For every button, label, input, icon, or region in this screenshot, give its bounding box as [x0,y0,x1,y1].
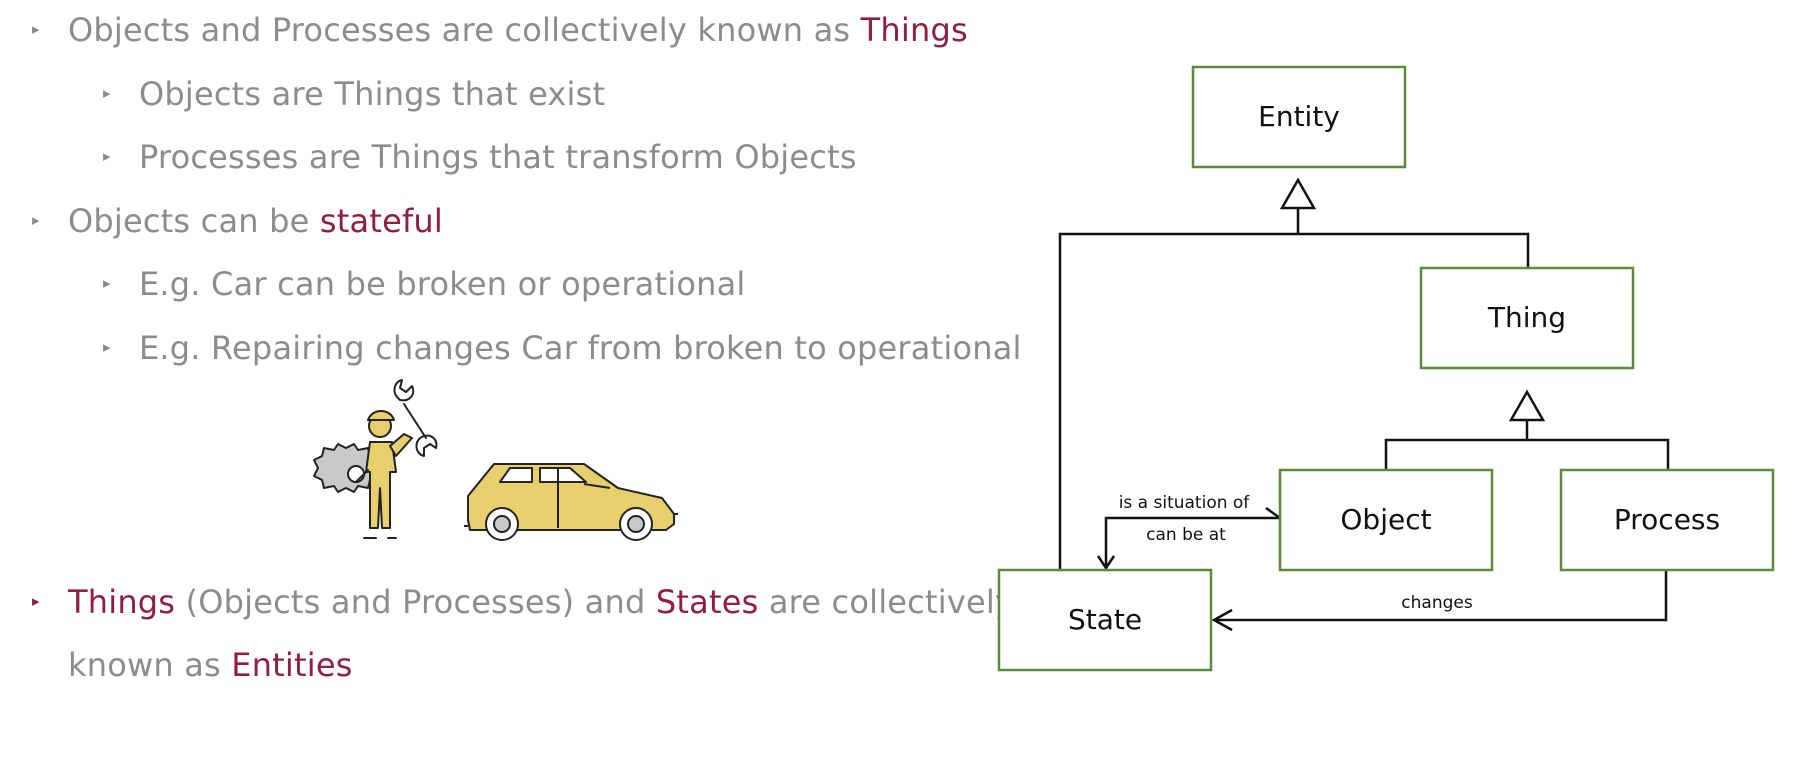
bullet-text: Objects can be [68,202,320,240]
entity-inheritance-triangle [1279,177,1317,210]
bullet-list: ▸ Objects and Processes are collectively… [32,10,1021,685]
situation-edge-label: is a situation of [1119,493,1251,513]
highlight-things: Things [68,583,176,621]
can-be-at-line [1104,516,1280,568]
thing-node: Thing [1419,266,1635,370]
bullet-text: known as [68,646,232,684]
changes-edge-label: changes [1401,593,1473,613]
highlight-stateful: stateful [319,202,443,240]
changes-line [1214,570,1668,622]
highlight-states: States [655,583,759,621]
can-be-at-arrowhead [1096,555,1116,571]
bullet-entities-continuation: known as Entities [68,645,353,685]
bullet-marker: ▸ [32,592,40,610]
process-node: Process [1559,468,1775,572]
situation-arrowhead [1265,506,1281,520]
state-label: State [1068,603,1142,636]
bullet-marker: ▸ [103,84,111,102]
thing-generalization-line [1384,438,1670,470]
changes-arrowhead [1211,608,1233,632]
bullet-text: Objects and Processes are collectively k… [68,11,861,49]
bullet-car-broken: E.g. Car can be broken or operational [139,265,746,303]
highlight-entities: Entities [231,646,353,684]
bullet-things: Objects and Processes are collectively k… [68,10,968,50]
highlight-things: Things [860,11,968,49]
bullet-entities: Things (Objects and Processes) and State… [68,582,1014,622]
state-node: State [997,568,1213,672]
entity-node: Entity [1191,65,1407,169]
bullet-marker: ▸ [32,211,40,229]
bullet-repairing: E.g. Repairing changes Car from broken t… [139,329,1022,367]
bullet-text: are collectively [758,583,1015,621]
entity-label: Entity [1258,100,1340,133]
thing-inheritance-triangle [1508,389,1546,422]
object-node: Object [1278,468,1494,572]
bullet-stateful: Objects can be stateful [68,201,443,241]
bullet-marker: ▸ [103,147,111,165]
bullet-processes-transform: Processes are Things that transform Obje… [139,138,857,176]
entity-generalization-line [1058,232,1530,570]
process-label: Process [1614,503,1720,536]
bullet-text: (Objects and Processes) and [175,583,656,621]
thing-label: Thing [1487,301,1566,334]
can-be-at-edge-label: can be at [1146,525,1226,545]
bullet-objects-exist: Objects are Things that exist [139,75,606,113]
bullet-marker: ▸ [103,274,111,292]
object-label: Object [1340,503,1431,536]
bullet-marker: ▸ [103,338,111,356]
bullet-marker: ▸ [32,20,40,38]
